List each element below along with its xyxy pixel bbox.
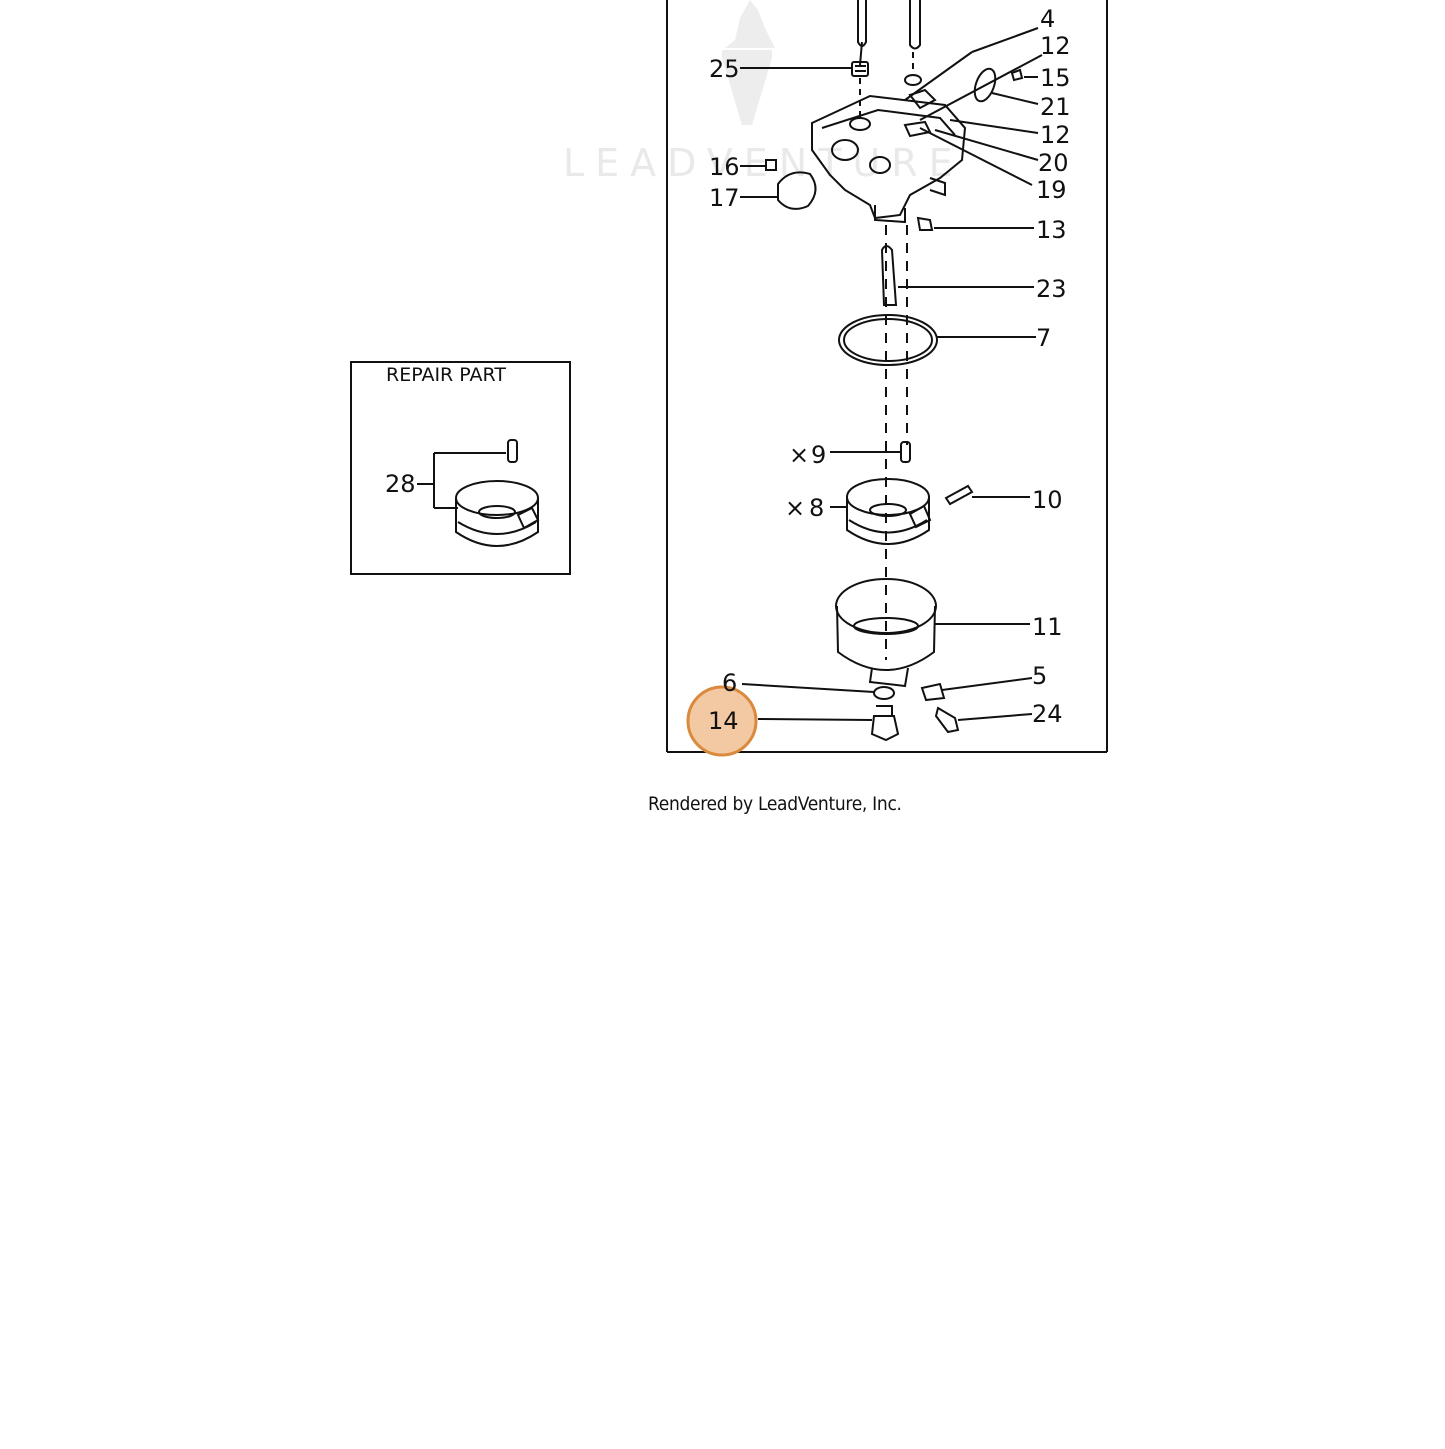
callout-5[interactable]: 5 [1032, 662, 1047, 690]
callout-8-marker: × [785, 494, 805, 522]
repair-part-number: 28 [385, 470, 416, 498]
callout-21[interactable]: 21 [1040, 93, 1071, 121]
callout-25[interactable]: 25 [709, 55, 740, 83]
callout-7[interactable]: 7 [1036, 324, 1051, 352]
callout-24[interactable]: 24 [1032, 700, 1063, 728]
callout-16[interactable]: 16 [709, 153, 740, 181]
callout-9-marker: × [789, 441, 809, 469]
repair-part-box: REPAIR PART 28 [350, 361, 571, 575]
callout-23[interactable]: 23 [1036, 275, 1067, 303]
callout-17[interactable]: 17 [709, 184, 740, 212]
watermark: LEADVENTURE [563, 0, 964, 185]
callout-14[interactable]: 14 [708, 707, 739, 735]
highlight-circle[interactable] [686, 685, 758, 757]
callout-6[interactable]: 6 [722, 669, 737, 697]
callout-8[interactable]: 8 [809, 494, 824, 522]
callout-11[interactable]: 11 [1032, 613, 1063, 641]
callout-12[interactable]: 12 [1040, 121, 1071, 149]
main-frame [666, 0, 1108, 753]
callout-9[interactable]: 9 [811, 441, 826, 469]
callout-13[interactable]: 13 [1036, 216, 1067, 244]
leader-lines [740, 27, 1043, 721]
callout-12[interactable]: 12 [1040, 32, 1071, 60]
callout-20[interactable]: 20 [1038, 149, 1069, 177]
callout-15[interactable]: 15 [1040, 64, 1071, 92]
carburetor-artwork [765, 0, 1024, 742]
footer-credit: Rendered by LeadVenture, Inc. [648, 793, 902, 815]
watermark-logo-icon [722, 0, 775, 125]
watermark-text: LEADVENTURE [563, 141, 964, 185]
callout-labels: 4 12 15 21 12 20 19 25 16 17 13 23 7 × 9… [708, 5, 1071, 735]
callout-4[interactable]: 4 [1040, 5, 1055, 33]
callout-19[interactable]: 19 [1036, 176, 1067, 204]
callout-10[interactable]: 10 [1032, 486, 1063, 514]
repair-part-title: REPAIR PART [386, 364, 506, 386]
